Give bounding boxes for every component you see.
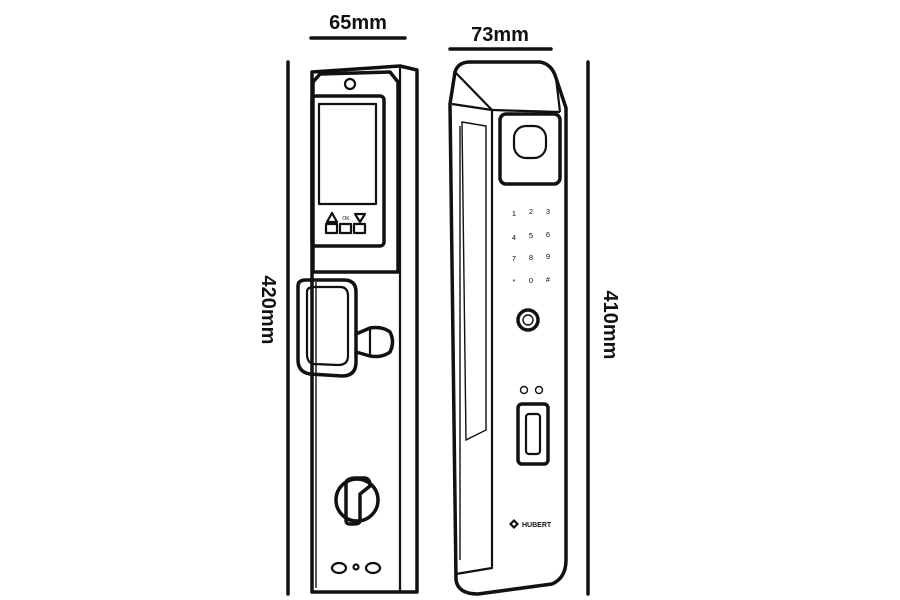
display-bezel bbox=[310, 94, 386, 248]
key-0[interactable]: 0 bbox=[529, 276, 533, 285]
key-6[interactable]: 6 bbox=[546, 230, 550, 239]
top-bevel-left bbox=[454, 71, 493, 111]
fingerprint-sensor-icon[interactable] bbox=[516, 308, 540, 332]
top-bevel-right bbox=[554, 77, 562, 113]
down-button[interactable] bbox=[352, 222, 367, 235]
handle-grip-inner bbox=[305, 285, 350, 367]
indicator-led-right bbox=[534, 385, 544, 395]
key-9[interactable]: 9 bbox=[546, 252, 550, 261]
handle-spindle bbox=[354, 325, 395, 359]
screw-hole-left bbox=[330, 561, 348, 575]
side-glass-panel bbox=[461, 121, 487, 442]
thumb-turn-icon[interactable] bbox=[344, 476, 372, 526]
pull-handle-recess bbox=[524, 412, 542, 456]
key-7[interactable]: 7 bbox=[512, 254, 516, 263]
key-8[interactable]: 8 bbox=[529, 253, 533, 262]
front-face-top bbox=[491, 108, 561, 114]
side-height-label: 410mm bbox=[599, 291, 621, 360]
front-camera-icon bbox=[343, 77, 357, 91]
pull-handle-slot[interactable] bbox=[516, 402, 550, 466]
brand-name: HUBERT bbox=[522, 522, 552, 529]
front-view: OK bbox=[296, 64, 419, 594]
side-body-outline bbox=[448, 60, 568, 596]
key-star[interactable]: * bbox=[513, 277, 516, 286]
brand-logo-inner bbox=[512, 522, 516, 526]
face-camera-icon bbox=[512, 124, 548, 160]
key-hash[interactable]: # bbox=[546, 275, 551, 284]
side-bevel bbox=[451, 102, 494, 576]
side-view: 1 2 3 4 5 6 7 8 9 * 0 # HUBERT bbox=[448, 60, 568, 596]
key-5[interactable]: 5 bbox=[529, 231, 533, 240]
indicator-led-left bbox=[519, 385, 529, 395]
sensor-dot bbox=[352, 563, 360, 571]
key-4[interactable]: 4 bbox=[512, 233, 516, 242]
front-body-outline bbox=[310, 64, 419, 594]
camera-frame bbox=[498, 112, 562, 186]
key-1[interactable]: 1 bbox=[512, 209, 516, 218]
ok-label: OK bbox=[342, 216, 350, 222]
handle-grip[interactable] bbox=[296, 278, 358, 378]
front-width-label: 65mm bbox=[329, 12, 387, 34]
keypad: 1 2 3 4 5 6 7 8 9 * 0 # bbox=[512, 207, 551, 286]
front-height-label: 420mm bbox=[257, 276, 279, 345]
fingerprint-sensor-inner bbox=[522, 314, 534, 326]
arrow-up-icon bbox=[325, 211, 339, 224]
screw-hole-right bbox=[364, 561, 382, 575]
up-button[interactable] bbox=[324, 222, 339, 235]
side-width-label: 73mm bbox=[471, 24, 529, 46]
key-3[interactable]: 3 bbox=[546, 207, 550, 216]
key-2[interactable]: 2 bbox=[529, 207, 533, 216]
arrow-down-icon bbox=[353, 212, 367, 224]
display-screen bbox=[317, 102, 378, 206]
ok-button[interactable] bbox=[338, 222, 353, 235]
